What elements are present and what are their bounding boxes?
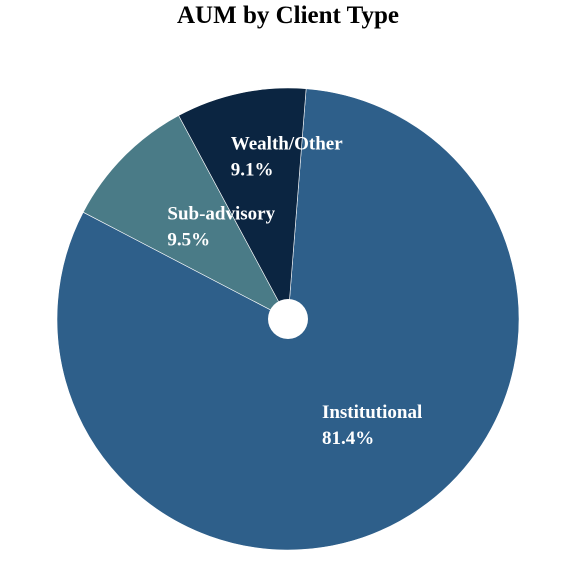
pie-center-hole (268, 299, 308, 339)
chart-title: AUM by Client Type (177, 2, 399, 29)
pie-slice-wealth-other (178, 87, 307, 321)
pie-slice-sub-advisory (82, 115, 289, 320)
